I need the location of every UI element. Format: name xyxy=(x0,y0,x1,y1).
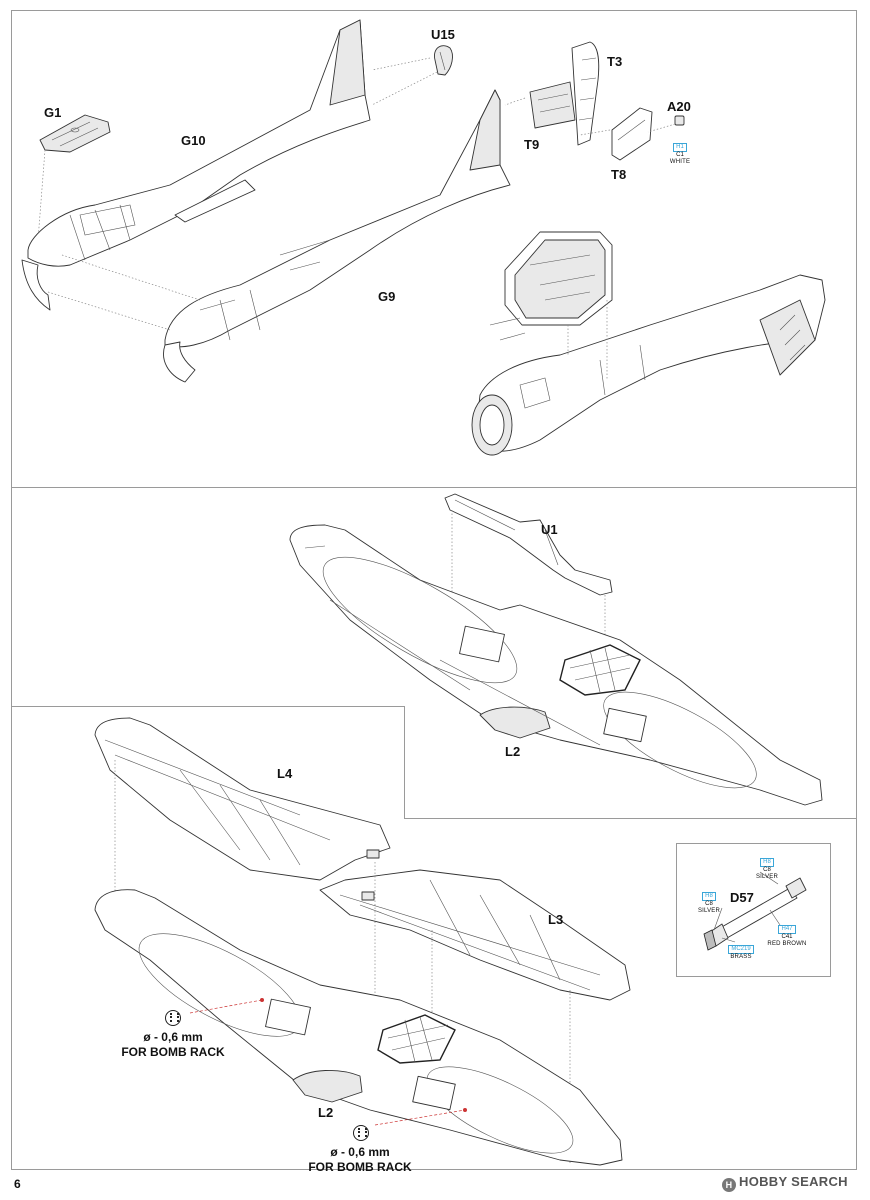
paint-ref: C8 xyxy=(705,901,713,907)
label-t3: T3 xyxy=(607,54,623,69)
paint-code: MC219 xyxy=(728,945,754,954)
paint-code: H47 xyxy=(778,925,796,934)
watermark-text: HOBBY SEARCH xyxy=(739,1174,848,1189)
paint-code: H8 xyxy=(760,858,774,867)
part-t9-shape xyxy=(529,81,576,129)
label-l4: L4 xyxy=(277,766,293,781)
divider-step-box-h2 xyxy=(404,818,857,819)
d57-paint-callout-left: H8 C8 SILVER xyxy=(694,892,724,915)
label-u1: U1 xyxy=(541,522,558,537)
paint-color: SILVER xyxy=(755,874,779,880)
drill-note-size: ø - 0,6 mm xyxy=(143,1030,203,1044)
drill-note-2: ø - 0,6 mm FOR BOMB RACK xyxy=(290,1145,430,1175)
part-g10-shape xyxy=(21,19,371,311)
part-l3-shape xyxy=(319,869,631,1001)
drill-note-size: ø - 0,6 mm xyxy=(330,1145,390,1159)
label-g10: G10 xyxy=(181,133,206,148)
paint-ref: C8 xyxy=(763,867,771,873)
paint-color: BRASS xyxy=(730,954,752,960)
part-d57-shape xyxy=(703,871,807,951)
part-a20-shape xyxy=(674,115,685,126)
label-l2-lower: L2 xyxy=(318,1105,334,1120)
label-l2-upper: L2 xyxy=(505,744,521,759)
divider-step-box-h xyxy=(11,706,404,707)
drill-icon xyxy=(165,1010,181,1026)
paint-code: H1 xyxy=(673,143,687,152)
part-l4-shape xyxy=(94,717,391,881)
paint-ref: C1 xyxy=(676,152,684,158)
label-d57: D57 xyxy=(730,890,754,905)
label-g1: G1 xyxy=(44,105,62,120)
page-number: 6 xyxy=(14,1177,21,1191)
drill-note-purpose: FOR BOMB RACK xyxy=(121,1045,225,1059)
part-t3-shape xyxy=(571,41,600,146)
paint-color: WHITE xyxy=(669,159,691,165)
drill-note-purpose: FOR BOMB RACK xyxy=(308,1160,412,1174)
d57-paint-callout-top: H8 C8 SILVER xyxy=(752,858,782,881)
drill-note-1: ø - 0,6 mm FOR BOMB RACK xyxy=(103,1030,243,1060)
label-t8: T8 xyxy=(611,167,627,182)
d57-paint-callout-bottom: MC219 BRASS xyxy=(722,945,760,961)
paint-color: SILVER xyxy=(697,908,721,914)
part-u15-shape xyxy=(434,45,453,76)
part-u1-shape xyxy=(444,493,613,596)
divider-step-box-v xyxy=(404,706,405,818)
drill-icon xyxy=(353,1125,369,1141)
paint-code: H8 xyxy=(702,892,716,901)
hobby-search-logo-icon: H xyxy=(722,1178,736,1192)
part-t8-shape xyxy=(611,107,653,161)
label-l3: L3 xyxy=(548,912,564,927)
label-a20: A20 xyxy=(667,99,691,114)
divider-horizontal xyxy=(11,487,857,488)
cockpit-tub-shape xyxy=(489,231,613,341)
paint-color: RED BROWN xyxy=(767,941,807,947)
inset-d57-frame xyxy=(676,843,831,977)
d57-paint-callout-right: H47 C41 RED BROWN xyxy=(762,925,812,948)
page-frame xyxy=(11,10,857,1170)
label-g9: G9 xyxy=(378,289,396,304)
label-u15: U15 xyxy=(431,27,455,42)
label-t9: T9 xyxy=(524,137,540,152)
assembled-fuselage-shape xyxy=(471,274,826,456)
part-g9-shape xyxy=(163,89,511,383)
lower-wing-shape xyxy=(94,889,623,1166)
paint-ref: C41 xyxy=(781,934,793,940)
a20-paint-callout: H1 C1 WHITE xyxy=(666,143,694,166)
upper-wing-shape xyxy=(289,524,823,806)
